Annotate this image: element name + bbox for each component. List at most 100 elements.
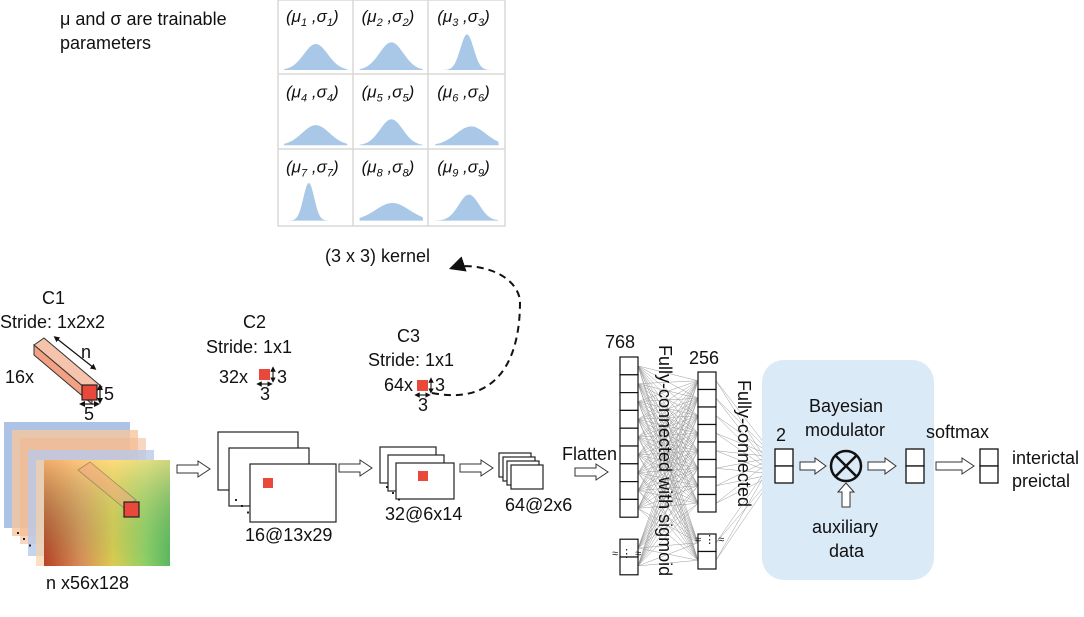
aux-label-2: data [829, 541, 865, 561]
fc-edge [637, 560, 699, 567]
fc-edge [637, 380, 699, 509]
c3-w-label: 3 [418, 395, 428, 415]
c2-stride: Stride: 1x1 [206, 337, 292, 357]
c3-kernel [417, 380, 428, 391]
flatten-unit [619, 392, 639, 412]
flow-arrow-flatten [574, 463, 609, 481]
input-label: n x56x128 [46, 573, 129, 593]
fc-edge [637, 383, 699, 543]
c3-count: 64x [384, 375, 413, 395]
gaussian-curve [435, 34, 499, 70]
gaussian-curve [359, 42, 424, 70]
flow-arrow-1 [176, 460, 211, 478]
flatten-label: Flatten [562, 444, 617, 464]
softmax-label: softmax [926, 422, 989, 442]
multiply-icon [829, 449, 863, 483]
fc-edge [637, 419, 699, 543]
kernel-cell-label: (μ7 ,σ7) [286, 158, 339, 180]
kernel-cell-label: (μ8 ,σ8) [362, 158, 415, 180]
kernel-cell-label: (μ4 ,σ4) [286, 82, 339, 104]
fc-edge [637, 436, 699, 543]
input-eeg-stack [4, 422, 170, 566]
fc-edge [637, 415, 699, 509]
c1-stride: Stride: 1x2x2 [0, 312, 105, 332]
intro-line-2: parameters [60, 33, 151, 53]
fc-edge [637, 468, 699, 509]
fc-edge [637, 380, 699, 491]
flatten-approx: ≈ ⋮ ≈ [612, 548, 641, 560]
fc-edge [637, 542, 699, 567]
gaussian-curve [435, 194, 499, 221]
fc-edge [637, 503, 699, 567]
fc1-unit [697, 550, 717, 570]
fc-edge [637, 380, 699, 420]
flow-arrow-2 [338, 459, 373, 477]
c3-title: C3 [397, 326, 420, 346]
flatten-unit [619, 374, 639, 394]
fc1-unit [697, 388, 717, 408]
fc1-size: 256 [689, 348, 719, 368]
c2-w-label: 3 [260, 384, 270, 404]
c3-stride: Stride: 1x1 [368, 350, 454, 370]
fc-edge [637, 433, 699, 509]
flatten-unit [619, 427, 639, 447]
fc-edge [637, 485, 699, 567]
kernel-cell-label: (μ3 ,σ3) [437, 7, 490, 29]
pool-label: 64@2x6 [505, 495, 572, 515]
fc-edge [637, 485, 699, 509]
fc1-label: Fully-connected with sigmoid [655, 345, 675, 576]
gaussian-curve [435, 126, 499, 146]
fc-edge [637, 380, 699, 549]
gaussian-curve [284, 183, 348, 221]
gaussian-curve [359, 203, 424, 221]
kernel-cell: (μ2 ,σ2) [359, 7, 424, 70]
c2-count: 32x [219, 367, 248, 387]
fc-edge [637, 365, 699, 543]
fc-edge [637, 454, 699, 543]
kernel-cell-label: (μ1 ,σ1) [286, 7, 339, 29]
c2-maps-label: 16@13x29 [245, 525, 332, 545]
c1-w-label: 5 [84, 404, 94, 424]
fc-edge [637, 380, 699, 384]
flatten-unit [619, 556, 639, 576]
output-vector [979, 448, 999, 484]
c3-dots: ⋱ [384, 483, 402, 503]
flatten-unit [619, 498, 639, 518]
fc-edge [637, 415, 699, 566]
fc-edge [637, 401, 699, 543]
modulator-title-1: Bayesian [809, 396, 883, 416]
c1-depth-label: n [81, 342, 91, 362]
fc-edge [637, 503, 699, 509]
kernel-cell: (μ7 ,σ7) [284, 158, 348, 221]
output-label-preictal: preictal [1012, 471, 1070, 491]
kernel-cell-label: (μ6 ,σ6) [437, 82, 490, 104]
c3-h-label: 3 [435, 375, 445, 395]
flatten-unit [619, 445, 639, 465]
flatten-size: 768 [605, 332, 635, 352]
c2-h-label: 3 [277, 367, 287, 387]
fc-edge [637, 380, 699, 473]
flatten-unit [619, 463, 639, 483]
kernel-caption: (3 x 3) kernel [325, 246, 430, 266]
output-label-interictal: interictal [1012, 448, 1079, 468]
fc1-unit [697, 406, 717, 426]
c1-depth-arrow [53, 336, 97, 370]
fc1-unit [697, 423, 717, 443]
gaussian-curve [284, 44, 348, 70]
fc-edge [637, 380, 699, 402]
c1-title: C1 [42, 288, 65, 308]
kernel-cell: (μ5 ,σ5) [359, 82, 424, 146]
fc1-unit [697, 493, 717, 513]
kernel-cell: (μ1 ,σ1) [284, 7, 348, 70]
flow-arrow-mod-out [867, 457, 897, 475]
kernel-cell-label: (μ2 ,σ2) [362, 7, 415, 29]
kernel-cell: (μ4 ,σ4) [284, 82, 348, 146]
flow-arrow-3 [459, 459, 494, 477]
kernel-cell: (μ3 ,σ3) [435, 7, 499, 70]
aux-label-1: auxiliary [812, 517, 878, 537]
kernel-cell: (μ6 ,σ6) [435, 82, 499, 146]
fc1-unit [697, 476, 717, 496]
fc1-unit [697, 458, 717, 478]
fc-edge [637, 380, 699, 566]
